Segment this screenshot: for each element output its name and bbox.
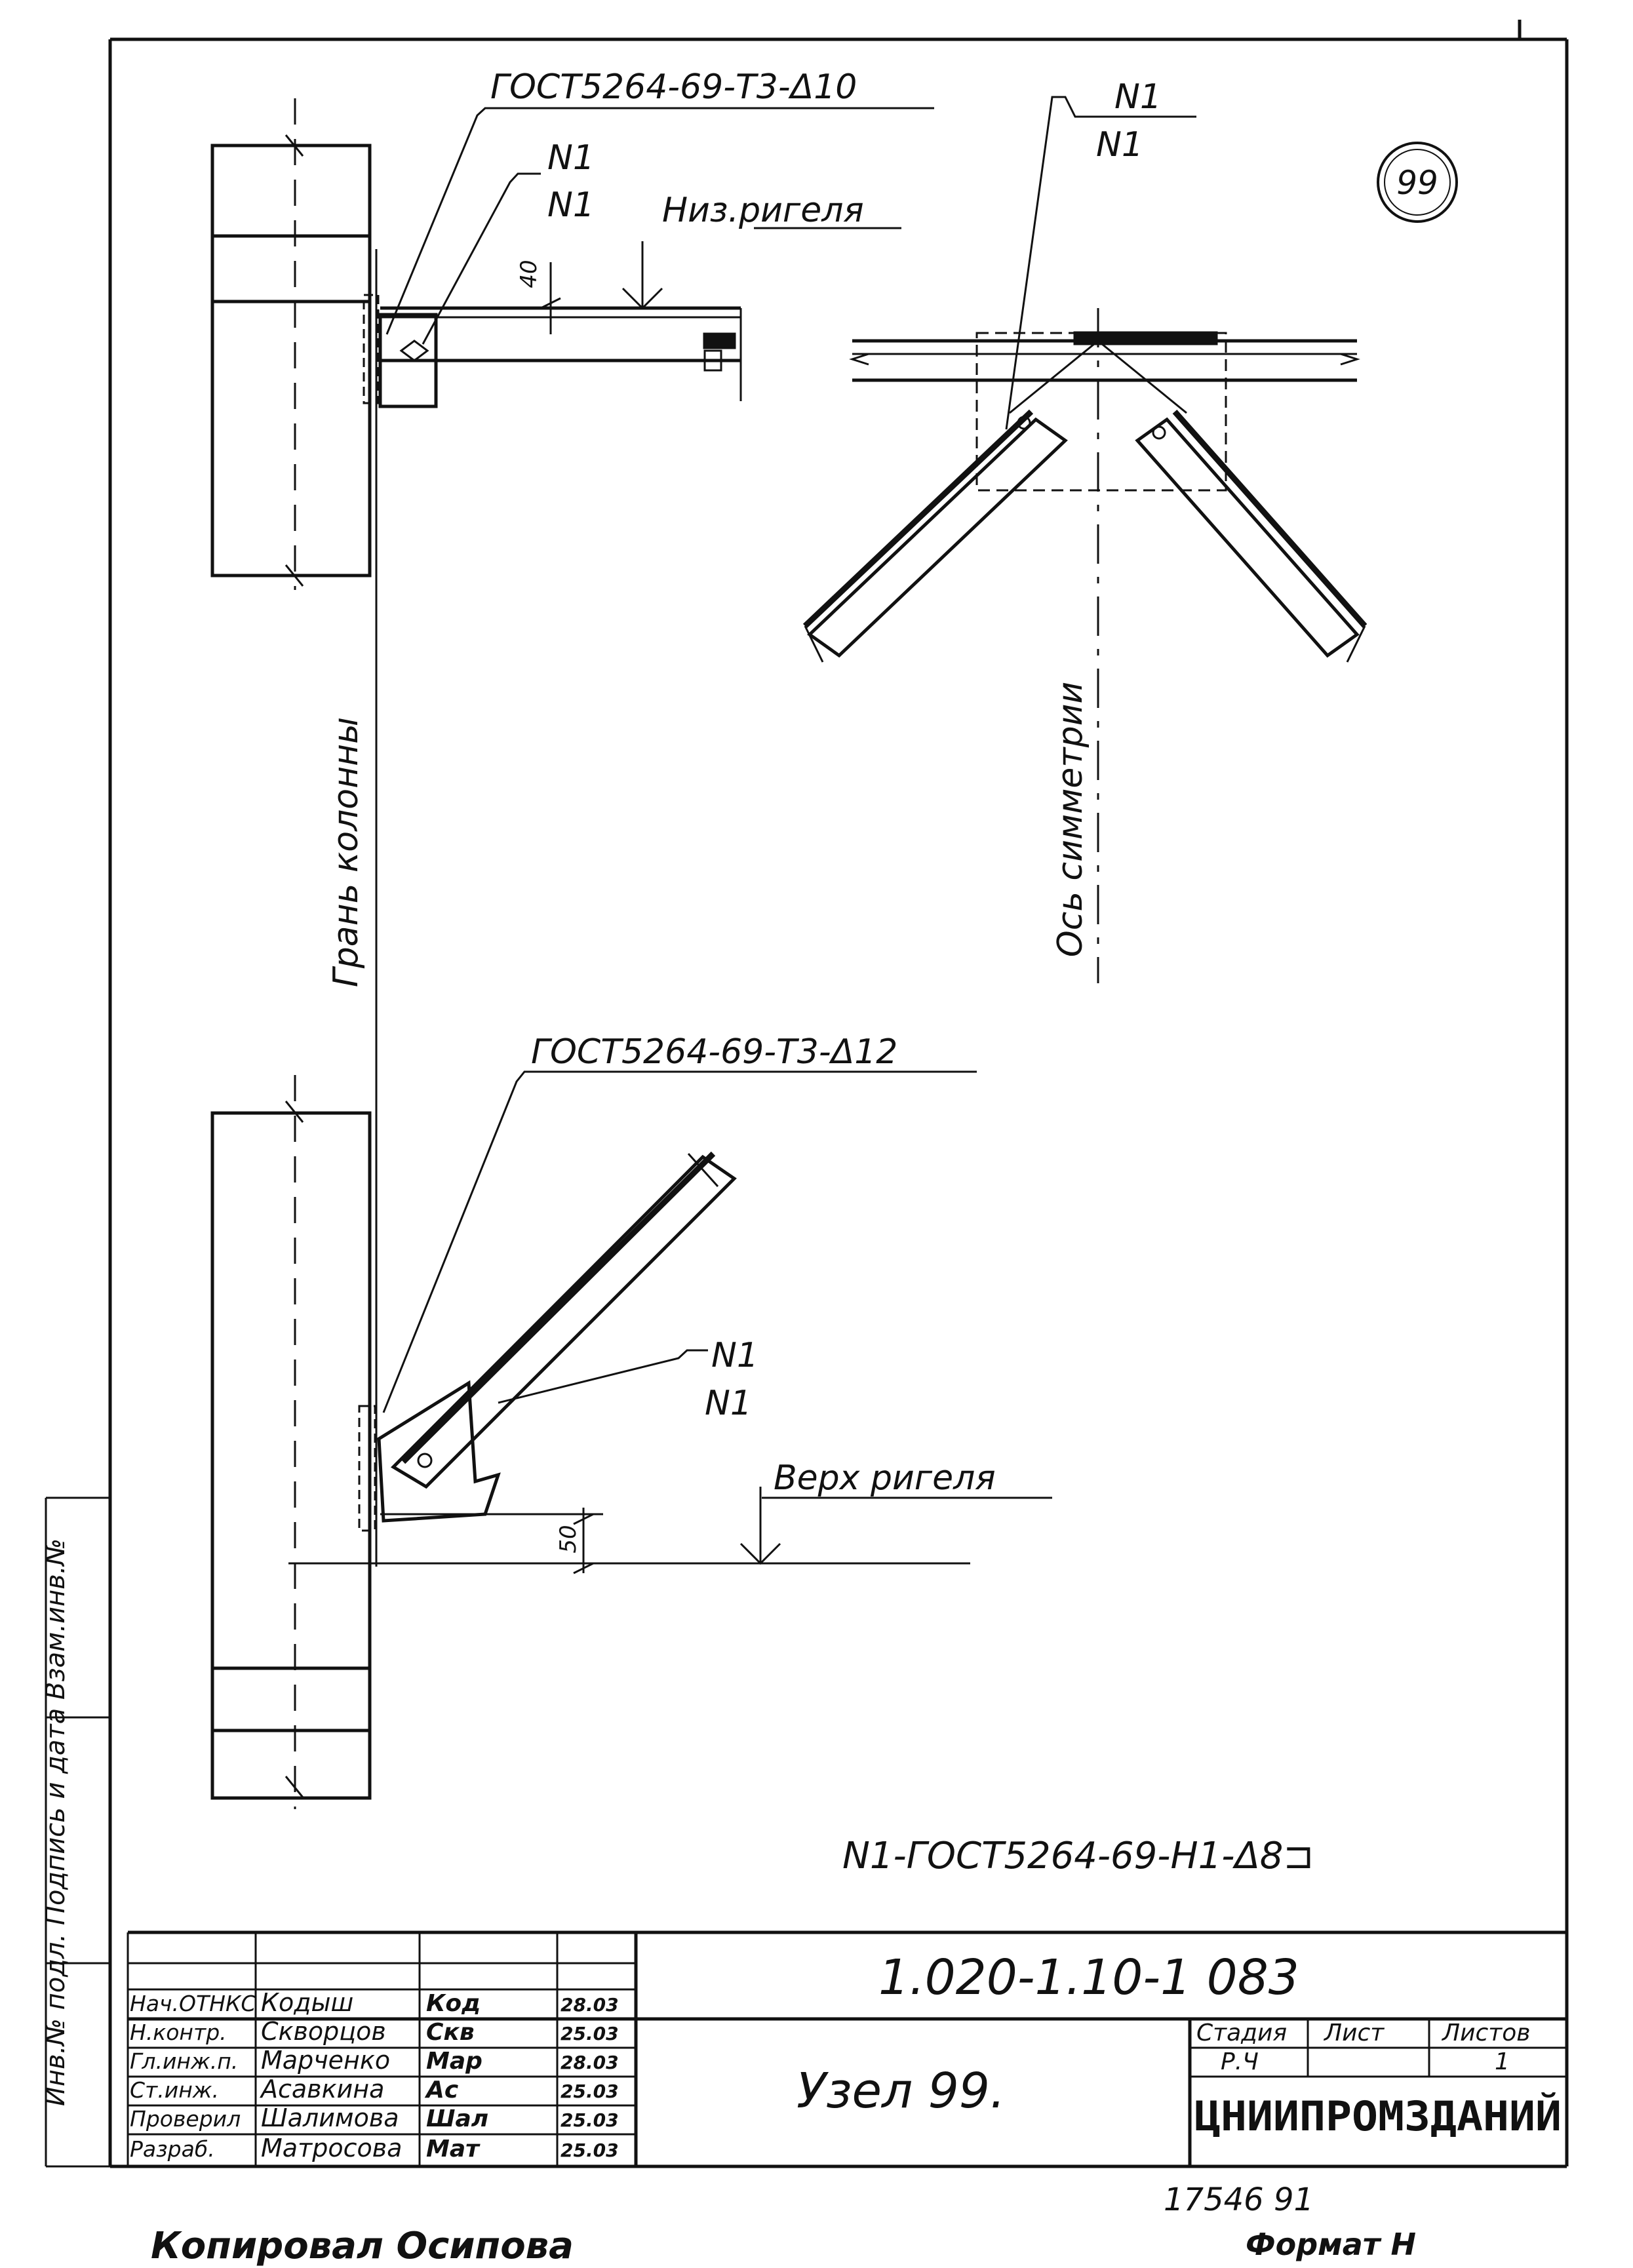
sig-role: Гл.инж.п. xyxy=(130,2048,238,2074)
sig-sign: Мат xyxy=(426,2136,481,2162)
bottom-left-n1-bottom: N1 xyxy=(705,1384,752,1423)
top-right-n1-top: N1 xyxy=(1114,77,1162,117)
sig-role: Проверил xyxy=(130,2106,241,2132)
sig-name: Асавкина xyxy=(259,2075,384,2103)
bottom-left-n1-top: N1 xyxy=(711,1336,758,1375)
sheets-header: Листов xyxy=(1441,2020,1530,2046)
sheets-value: 1 xyxy=(1495,2048,1510,2075)
sheet-number-circle xyxy=(1377,142,1458,223)
drawing-title: Узел 99. xyxy=(797,2063,1005,2119)
leader-lines xyxy=(382,96,1196,1499)
top-dimension: 40 xyxy=(516,260,542,288)
top-left-n1-top: N1 xyxy=(547,138,595,178)
stage-value: Р.Ч xyxy=(1221,2048,1259,2075)
sig-date: 28.03 xyxy=(561,2052,619,2073)
sig-name: Скворцов xyxy=(261,2017,386,2046)
sig-sign: Шал xyxy=(426,2105,488,2132)
title-block xyxy=(127,1930,1567,2166)
bottom-left-node xyxy=(210,1075,970,1809)
sig-date: 25.03 xyxy=(561,2081,619,2102)
organization-name: ЦНИИПРОМЗДАНИЙ xyxy=(1194,2092,1562,2140)
sig-date: 25.03 xyxy=(561,2023,619,2044)
sig-role: Н.контр. xyxy=(130,2020,227,2045)
symmetry-axis-label: Ось симметрии xyxy=(1051,682,1090,957)
top-left-n1-bottom: N1 xyxy=(547,186,595,225)
sig-name: Шалимова xyxy=(261,2103,399,2132)
drawing-designation: 1.020-1.10-1 083 xyxy=(878,1949,1299,2006)
stage-header: Стадия xyxy=(1196,2020,1287,2046)
side-stamp xyxy=(45,1496,110,2168)
sheet-number: 99 xyxy=(1396,164,1438,202)
top-left-node xyxy=(210,98,742,590)
sig-role: Разраб. xyxy=(130,2136,215,2162)
sheet-frame xyxy=(108,37,1569,2168)
sig-date: 25.03 xyxy=(561,2140,619,2161)
sig-date: 28.03 xyxy=(561,1994,619,2016)
sig-name: Матросова xyxy=(261,2134,402,2162)
footer-code: 17546 91 xyxy=(1164,2181,1314,2218)
bottom-weld-callout: ГОСТ5264-69-Т3-Δ12 xyxy=(531,1032,897,1072)
sig-name: Марченко xyxy=(261,2046,390,2075)
sig-sign: Код xyxy=(426,1990,481,2017)
signature-table: Нач.ОТНКС Кодыш Код 28.03 Н.контр. Сквор… xyxy=(130,1988,619,2162)
bottom-dimension: 50 xyxy=(555,1525,581,1553)
sheet-header: Лист xyxy=(1323,2020,1385,2046)
sig-name: Кодыш xyxy=(261,1988,353,2017)
sig-role: Нач.ОТНКС xyxy=(130,1991,256,2016)
side-stamp-text: Инв.№ подл. Подпись и дата Взам.инв.№ xyxy=(41,1538,71,2106)
top-right-node xyxy=(802,308,1367,983)
top-level-label: Верх ригеля xyxy=(774,1458,996,1498)
bottom-level-label: Низ.ригеля xyxy=(662,191,864,230)
format-label: Формат Н xyxy=(1246,2227,1416,2262)
column-face-label: Грань колонны xyxy=(326,717,366,987)
sig-sign: Скв xyxy=(426,2019,475,2046)
sig-date: 25.03 xyxy=(561,2109,619,2131)
weld-note: N1-ГОСТ5264-69-Н1-Δ8⊐ xyxy=(842,1835,1314,1877)
top-right-n1-bottom: N1 xyxy=(1096,125,1143,165)
top-weld-callout: ГОСТ5264-69-Т3-Δ10 xyxy=(490,68,857,107)
sig-sign: Ас xyxy=(424,2077,458,2103)
copied-by: Копировал Осипова xyxy=(151,2225,574,2267)
sig-sign: Мар xyxy=(426,2048,482,2075)
sig-role: Ст.инж. xyxy=(130,2077,219,2103)
